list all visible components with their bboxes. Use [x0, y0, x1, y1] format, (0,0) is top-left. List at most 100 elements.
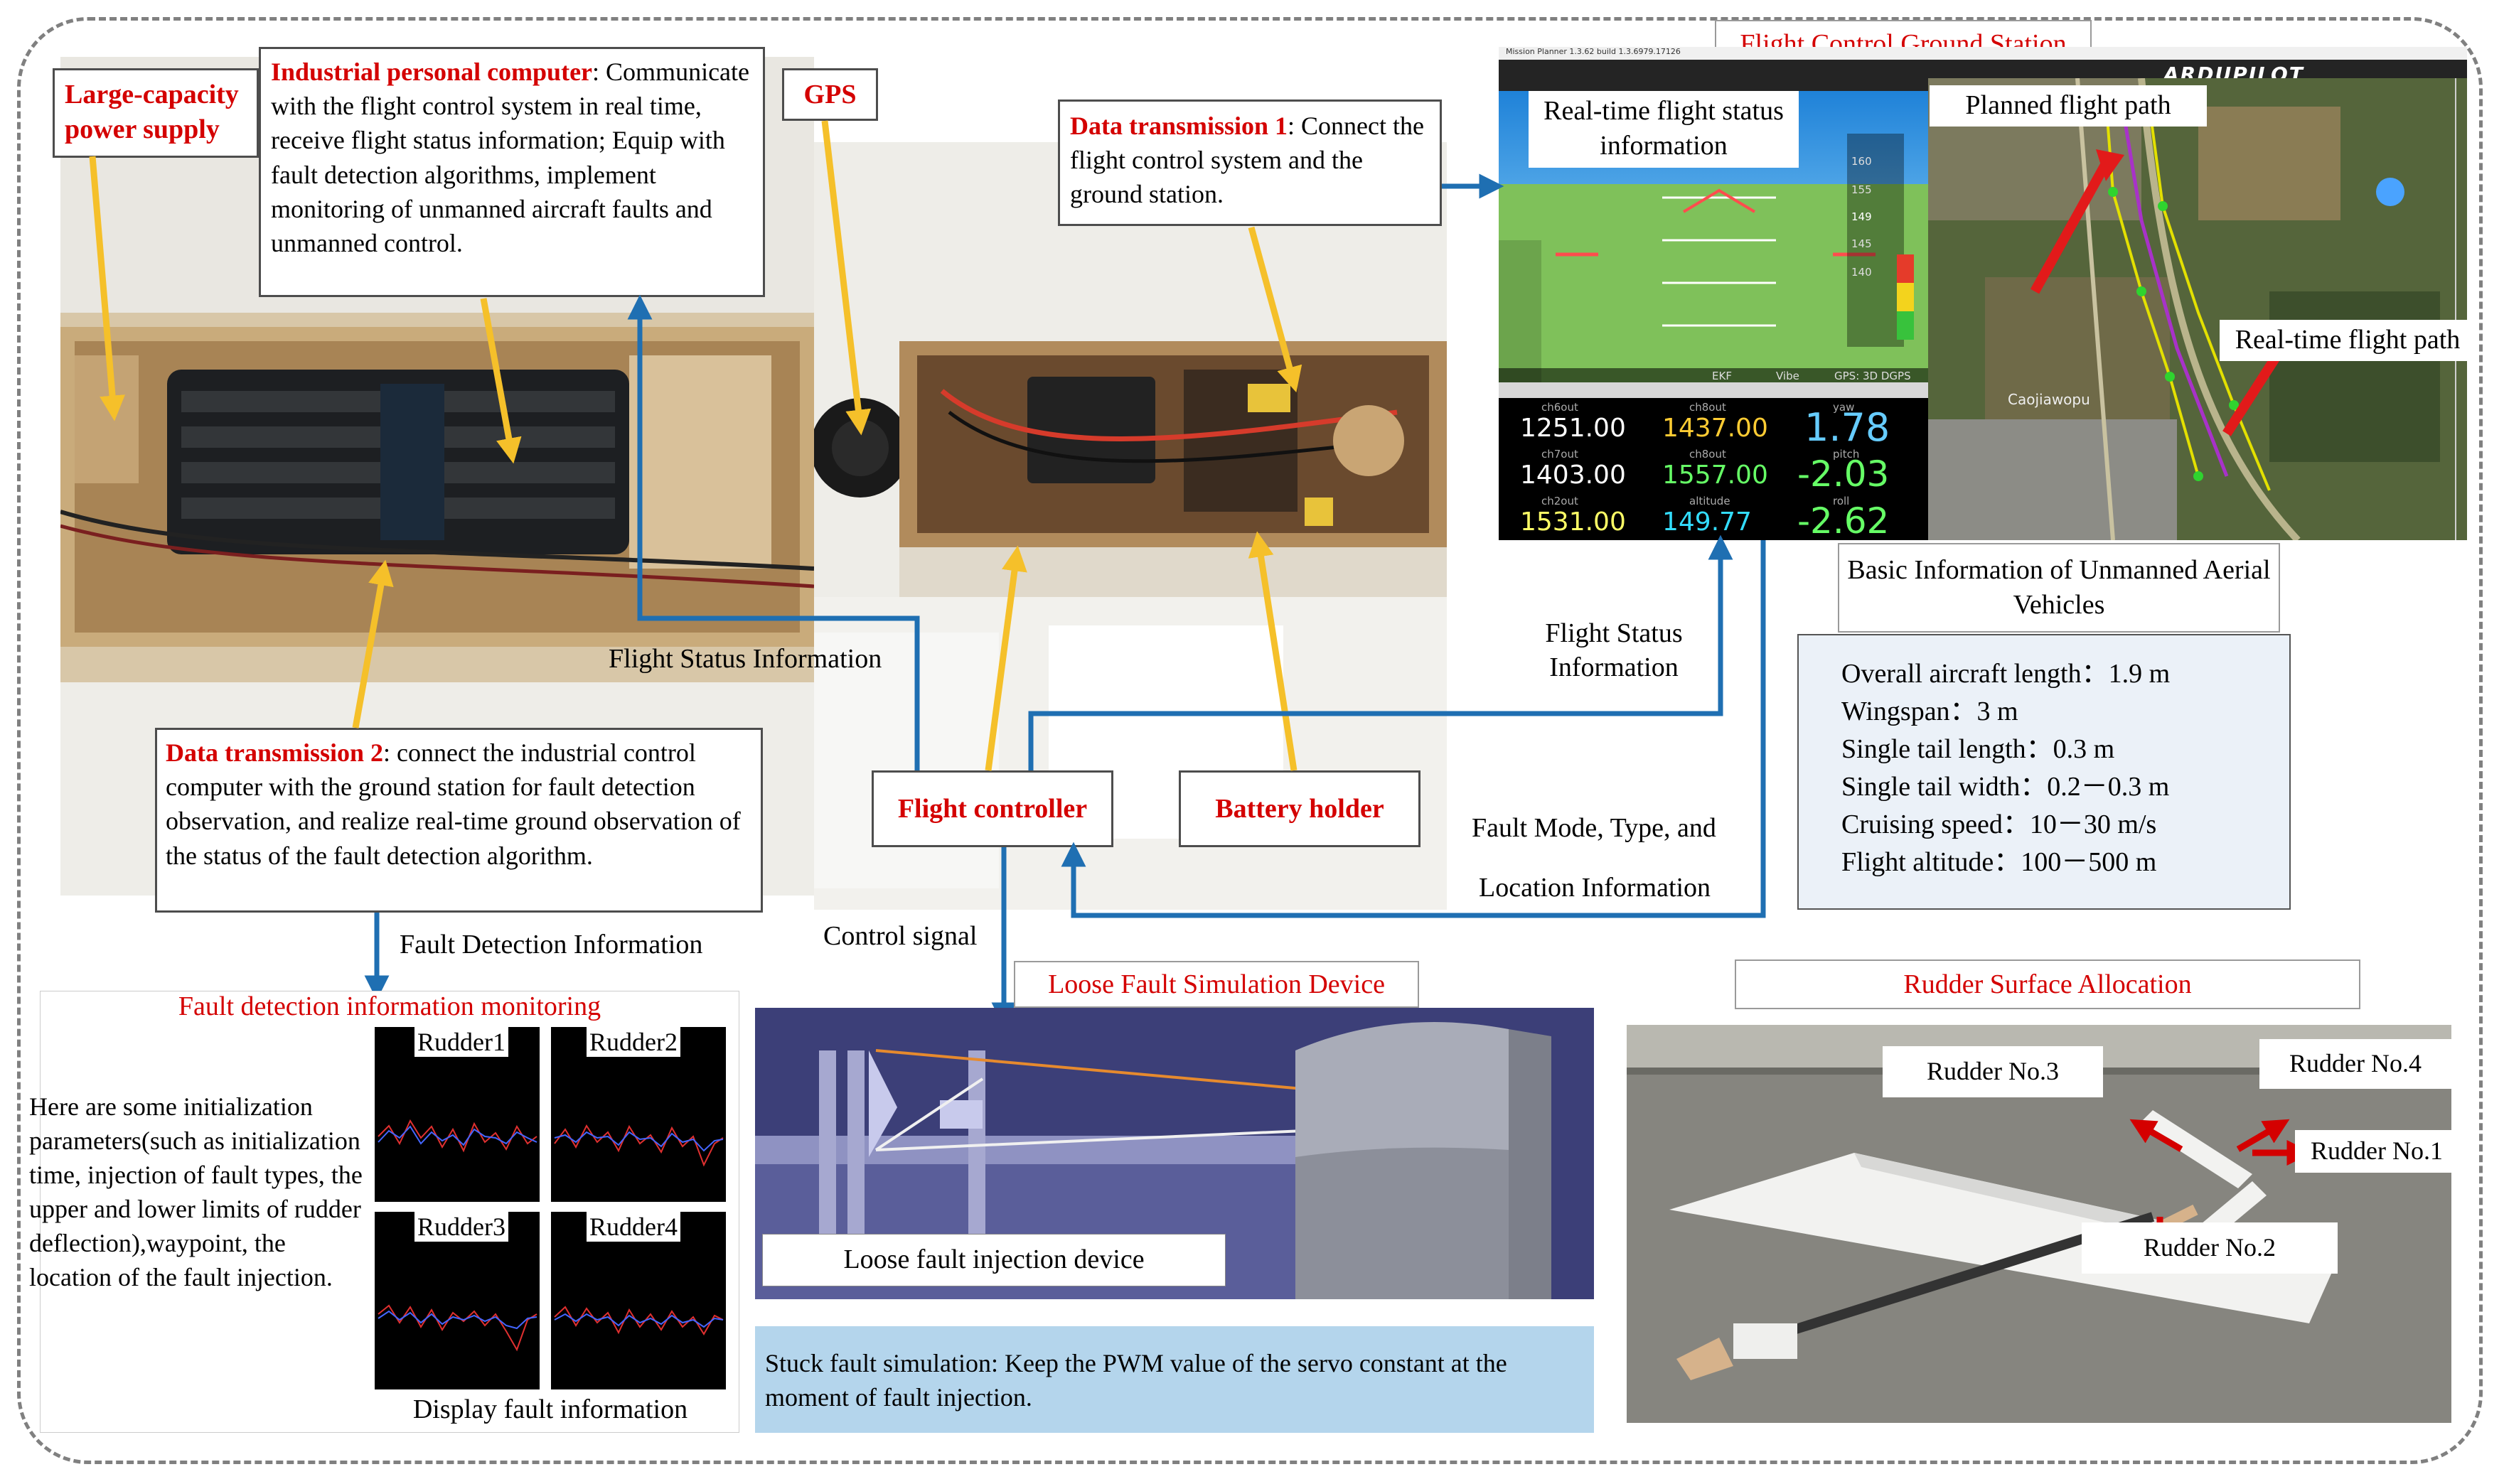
fault-detection-info-label: Fault Detection Information	[400, 930, 703, 959]
readout-value-1: 1251.00	[1520, 414, 1626, 443]
hud-panel: Real-time flight status information 160 …	[1499, 91, 1928, 382]
planned-path-label-box: Planned flight path	[1930, 85, 2207, 127]
dt1-title: Data transmission 1	[1070, 112, 1288, 140]
fault-location-label: Location Information	[1479, 873, 1711, 903]
plot-rudder2-label: Rudder2	[587, 1027, 680, 1057]
readout-label-6: pitch	[1833, 448, 1860, 461]
fault-mode-label: Fault Mode, Type, and	[1472, 813, 1716, 843]
dt2-text: connect the industrial control computer …	[166, 738, 741, 870]
tape-value-4: 145	[1851, 237, 1872, 250]
flight-controller-callout: Flight controller	[872, 770, 1113, 847]
tape-value-1: 160	[1851, 155, 1872, 168]
planned-path-label: Planned flight path	[1965, 90, 2171, 120]
dt1-text: Connect the flight control system and th…	[1070, 112, 1424, 209]
battery-holder-callout: Battery holder	[1179, 770, 1420, 847]
rudder-3-label: Rudder No.3	[1927, 1057, 2059, 1085]
basic-info-title-text: Basic Information of Unmanned Aerial Veh…	[1847, 555, 2271, 620]
gps-callout: GPS	[782, 68, 878, 121]
fault-monitor-title-text: Fault detection information monitoring	[178, 991, 601, 1021]
flight-status-info-label-left: Flight Status Information	[609, 644, 882, 674]
info-wingspan: Wingspan：3 m	[1841, 697, 2018, 726]
power-supply-callout: Large-capacity power supply	[53, 68, 259, 158]
control-signal-label: Control signal	[823, 921, 978, 951]
plot-rudder1-label: Rudder1	[414, 1027, 508, 1057]
readout-value-8: 149.77	[1662, 507, 1752, 537]
loose-fault-title-text: Loose Fault Simulation Device	[1048, 969, 1385, 999]
realtime-path-label-box: Real-time flight path	[2220, 320, 2467, 361]
stuck-fault-box: Stuck fault simulation: Keep the PWM val…	[755, 1326, 1594, 1433]
yellow-pointers	[89, 120, 1302, 771]
info-cruise-speed: Cruising speed：10－30 m/s	[1841, 810, 2157, 839]
hud-footer-ekf: EKF	[1712, 370, 1732, 382]
readout-value-4: 1403.00	[1520, 461, 1626, 490]
rudder-allocation-title-text: Rudder Surface Allocation	[1903, 969, 2192, 999]
info-length: Overall aircraft length：1.9 m	[1841, 659, 2171, 689]
readout-value-5: 1557.00	[1662, 461, 1768, 490]
plot-rudder1: Rudder1	[375, 1027, 540, 1202]
gps-label: GPS	[803, 80, 857, 109]
rudder-allocation-title: Rudder Surface Allocation	[1735, 959, 2360, 1009]
aircraft-photo: Rudder No.1 Rudder No.2 Rudder No.3 Rudd…	[1627, 1025, 2451, 1423]
hud-drawing	[1499, 134, 1928, 382]
status-label-box: Real-time flight status information	[1529, 91, 1799, 168]
map-panel[interactable]: Caojiawopu Planned flight path Real-time…	[1928, 78, 2467, 540]
fault-display-caption: Display fault information	[412, 1394, 688, 1424]
tape-value-5: 140	[1851, 266, 1872, 279]
readout-label-9: roll	[1833, 495, 1850, 507]
rudder-2-label-box: Rudder No.2	[2082, 1222, 2338, 1274]
loose-fault-title: Loose Fault Simulation Device	[1014, 961, 1419, 1008]
plot-rudder3-trace	[378, 1304, 537, 1352]
readout-value-3: 1.78	[1804, 405, 1890, 450]
plot-rudder2-trace	[554, 1124, 724, 1167]
plot-rudder3-label: Rudder3	[414, 1212, 508, 1242]
readout-label-2: ch8out	[1689, 401, 1726, 414]
basic-info-panel: Overall aircraft length：1.9 m Wingspan：3…	[1797, 634, 2291, 910]
plot-rudder4-label: Rudder4	[587, 1212, 680, 1242]
ipc-title: Industrial personal computer	[271, 58, 593, 86]
quick-tabs[interactable]	[1499, 382, 1928, 398]
status-label: Real-time flight status information	[1543, 96, 1784, 161]
init-params-text: Here are some initialization parameters(…	[29, 1092, 363, 1291]
rudder-3-label-box: Rudder No.3	[1883, 1046, 2103, 1097]
mission-planner-window: Mission Planner 1.3.62 build 1.3.6979.17…	[1499, 47, 2467, 542]
flight-status-info-label-right: Flight Status Information	[1545, 618, 1683, 682]
rudder-1-label: Rudder No.1	[2311, 1136, 2443, 1165]
rudder-2-label: Rudder No.2	[2144, 1233, 2276, 1262]
tape-value-2: 155	[1851, 183, 1872, 196]
plot-rudder2: Rudder2	[551, 1027, 726, 1202]
loose-device-label-box: Loose fault injection device	[762, 1234, 1226, 1286]
basic-info-title: Basic Information of Unmanned Aerial Veh…	[1838, 543, 2280, 633]
window-title: Mission Planner 1.3.62 build 1.3.6979.17…	[1506, 47, 1681, 56]
readout-label-3: yaw	[1833, 401, 1855, 414]
rudder-4-label: Rudder No.4	[2289, 1049, 2422, 1077]
tape-value-3: 149	[1851, 210, 1872, 223]
power-supply-label: Large-capacity power supply	[65, 80, 239, 145]
fault-monitor-title: Fault detection information monitoring	[41, 991, 739, 1021]
map-place-label: Caojiawopu	[2008, 391, 2090, 408]
rudder-1-label-box: Rudder No.1	[2295, 1130, 2451, 1173]
info-tail-width: Single tail width：0.2－0.3 m	[1841, 772, 2170, 802]
readout-label-8: altitude	[1689, 495, 1730, 507]
plot-rudder1-trace	[378, 1119, 537, 1153]
readout-label-1: ch6out	[1541, 401, 1578, 414]
readout-value-6: -2.03	[1797, 453, 1890, 495]
readout-value-2: 1437.00	[1662, 414, 1768, 443]
rudder-4-label-box: Rudder No.4	[2259, 1039, 2451, 1089]
plot-rudder4: Rudder4	[551, 1212, 726, 1389]
dashed-outer-frame	[17, 17, 2483, 1464]
dt2-title: Data transmission 2	[166, 738, 384, 767]
data-transmission-2-callout: Data transmission 2: connect the industr…	[155, 728, 763, 913]
plot-rudder4-trace	[554, 1306, 724, 1335]
loose-fault-panel: Loose fault injection device	[755, 1008, 1594, 1299]
flight-controller-label: Flight controller	[897, 794, 1088, 824]
window-titlebar: Mission Planner 1.3.62 build 1.3.6979.17…	[1499, 47, 2467, 60]
data-transmission-1-callout: Data transmission 1: Connect the flight …	[1058, 100, 1442, 226]
blue-arrows	[364, 173, 1766, 1028]
loose-device-label: Loose fault injection device	[843, 1244, 1145, 1274]
hud-footer-gps: GPS: 3D DGPS	[1834, 370, 1911, 382]
readout-value-9: -2.62	[1797, 500, 1890, 542]
ipc-callout: Industrial personal computer: Communicat…	[259, 47, 765, 297]
info-altitude: Flight altitude：100－500 m	[1841, 847, 2157, 877]
stuck-fault-text: Stuck fault simulation: Keep the PWM val…	[765, 1349, 1507, 1412]
